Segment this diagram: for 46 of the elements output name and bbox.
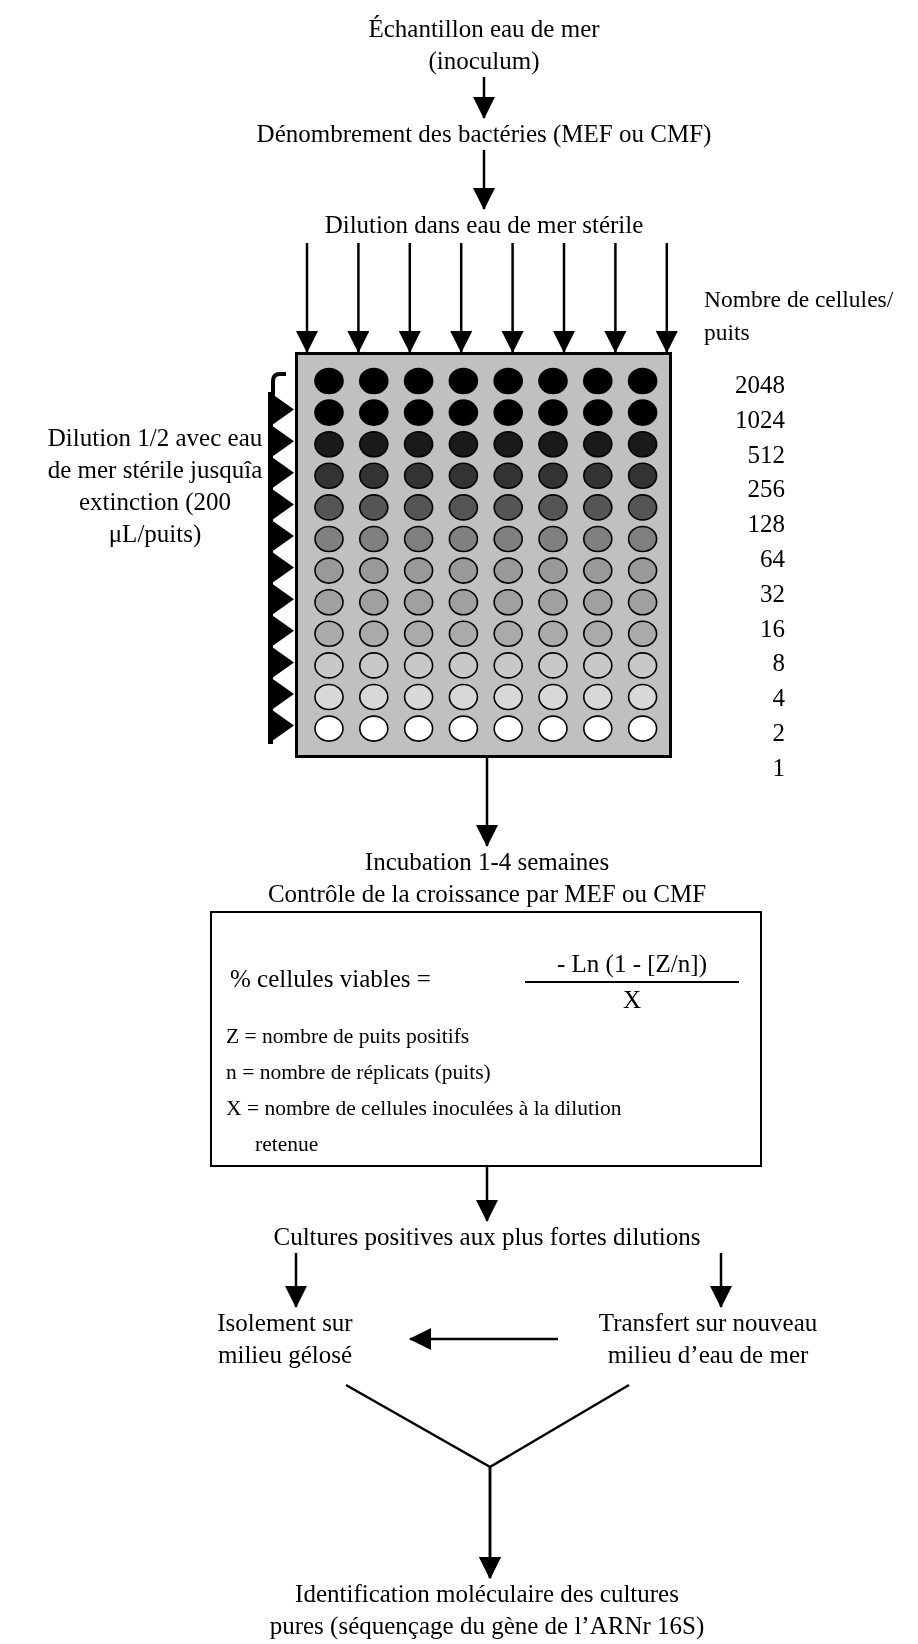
arrow <box>655 243 678 353</box>
arrow <box>450 243 473 353</box>
arrow <box>476 1167 498 1222</box>
cell-count: 2 <box>771 718 785 748</box>
arrow <box>710 1253 732 1308</box>
arrow <box>479 1383 630 1579</box>
cell-count: 8 <box>771 648 785 678</box>
dilution-note: Dilution 1/2 avec eau de mer stérile jusquîa extinction (200 μL/puits) <box>46 423 264 549</box>
arrow <box>604 243 627 353</box>
formula-denominator: X <box>622 985 642 1015</box>
step-text: Échantillon eau de mer (inoculum) <box>367 14 601 77</box>
step-text: Cultures positives aux plus fortes dilutions <box>272 1222 702 1252</box>
cell-count: 1 <box>771 753 785 783</box>
arrow <box>285 1253 307 1308</box>
formula-text: % cellules viables = <box>230 964 431 994</box>
formula-numerator: - Ln (1 - [Z/n]) <box>557 949 707 979</box>
definition-text: X = nombre de cellules inoculées à la dilution retenue <box>226 1095 623 1158</box>
step-text: Transfert sur nouveau milieu d’eau de mer <box>597 1308 819 1370</box>
arrow <box>409 1328 558 1350</box>
arrow <box>476 758 498 847</box>
step-text: Incubation 1-4 semaines <box>363 847 611 877</box>
arrow <box>501 243 524 353</box>
step-text: Dénombrement des bactéries (MEF ou CMF) <box>255 119 713 150</box>
cell-count: 4 <box>771 683 785 713</box>
step-text: Isolement sur milieu gélosé <box>216 1308 354 1370</box>
cell-count: 128 <box>746 509 785 539</box>
arrow <box>398 243 421 353</box>
arrow <box>347 243 370 353</box>
cell-count: 512 <box>746 440 785 470</box>
column-heading: Nombre de cellules/ puits <box>704 285 895 347</box>
cell-count: 2048 <box>734 370 785 400</box>
cell-count: 256 <box>746 474 785 504</box>
cell-count: 16 <box>759 614 785 644</box>
cell-count: 1024 <box>734 405 785 435</box>
arrow <box>553 243 575 353</box>
cell-count: 32 <box>759 579 785 609</box>
step-text: Identification moléculaire des cultures pures (séquençage du gène de l’ARNr 16S) <box>268 1579 706 1642</box>
step-text: Contrôle de la croissance par MEF ou CMF <box>266 879 708 909</box>
step-text: Dilution dans eau de mer stérile <box>323 210 645 240</box>
definition-text: Z = nombre de puits positifs <box>226 1023 471 1050</box>
formula-box <box>210 911 762 1167</box>
arrow <box>473 150 495 210</box>
definition-text: n = nombre de réplicats (puits) <box>226 1059 492 1086</box>
arrow <box>473 77 495 119</box>
cell-count: 64 <box>759 544 785 574</box>
arrow <box>296 243 318 353</box>
